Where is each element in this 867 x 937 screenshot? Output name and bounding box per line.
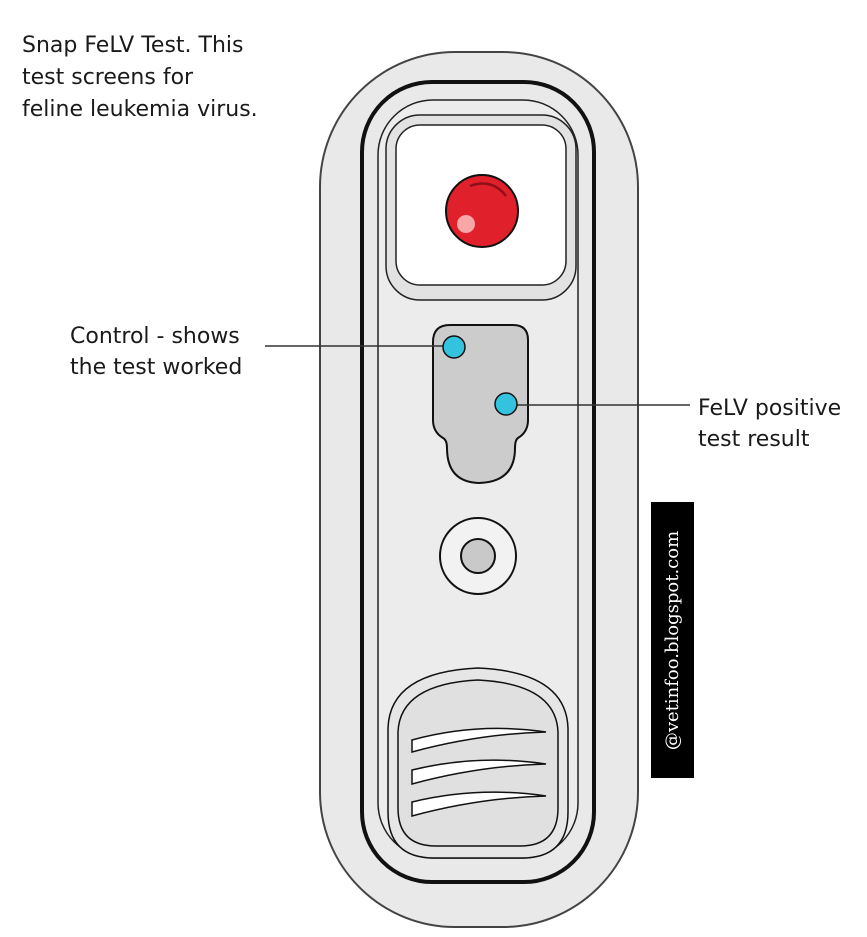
- grip-ridges: [411, 727, 547, 817]
- control-dot-icon: [442, 335, 466, 359]
- watermark: @vetinfoo.blogspot.com: [651, 502, 694, 778]
- positive-label-line: test result: [698, 427, 810, 452]
- caption-line: feline leukemia virus.: [22, 97, 258, 122]
- caption-line: Snap FeLV Test. This: [22, 33, 244, 58]
- watermark-text: @vetinfoo.blogspot.com: [662, 530, 684, 750]
- control-label-line: the test worked: [70, 355, 243, 380]
- diagram-caption: Snap FeLV Test. This test screens for fe…: [22, 30, 258, 126]
- positive-dot-icon: [494, 392, 518, 416]
- positive-label: FeLV positive test result: [698, 393, 841, 455]
- result-window: [432, 324, 529, 485]
- control-label-line: Control - shows: [70, 324, 240, 349]
- red-sample-well-icon: [445, 174, 519, 248]
- control-label: Control - shows the test worked: [70, 321, 242, 383]
- activator-button-icon: [439, 517, 517, 595]
- positive-label-line: FeLV positive: [698, 396, 842, 421]
- caption-line: test screens for: [22, 65, 194, 90]
